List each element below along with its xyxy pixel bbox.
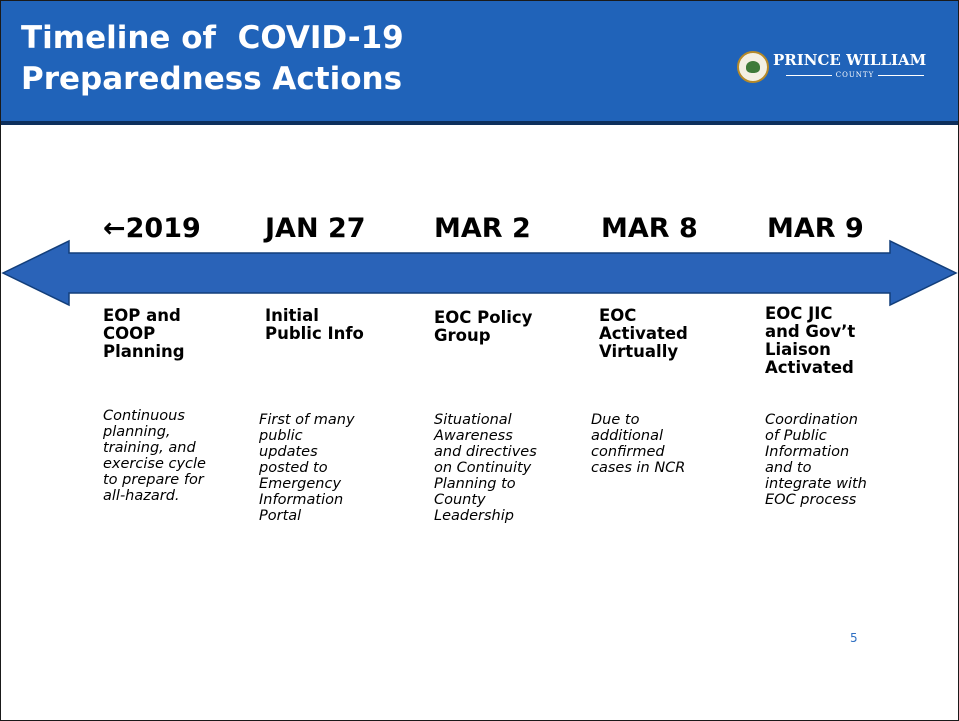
slide-title-line: Preparedness Actions xyxy=(21,61,403,97)
milestone-event: EOC Policy Group xyxy=(434,309,532,345)
milestone-event: EOP and COOP Planning xyxy=(103,307,185,361)
description-line: and to xyxy=(765,460,812,476)
description-line: Planning to xyxy=(434,476,516,492)
milestone-description: Due to additional confirmed cases in NCR xyxy=(591,412,685,476)
description-line: on Continuity xyxy=(434,460,532,476)
event-line: Group xyxy=(434,326,491,345)
milestone-date: MAR 8 xyxy=(601,213,698,244)
event-line: Activated xyxy=(599,324,688,343)
event-line: Activated xyxy=(765,358,854,377)
event-line: Virtually xyxy=(599,342,679,361)
milestone-date: MAR 2 xyxy=(434,213,531,244)
description-line: Information xyxy=(765,444,850,460)
description-line: training, and xyxy=(103,440,196,456)
description-line: County xyxy=(434,492,486,508)
description-line: additional xyxy=(591,428,664,444)
description-line: confirmed xyxy=(591,444,665,460)
event-line: Planning xyxy=(103,342,185,361)
milestone-date: ←2019 xyxy=(103,213,201,244)
slide-title: Timeline of COVID-19 Preparedness Action… xyxy=(21,18,661,100)
event-line: EOC Policy xyxy=(434,308,533,327)
description-line: Leadership xyxy=(434,508,514,524)
description-line: First of many xyxy=(259,412,355,428)
description-line: of Public xyxy=(765,428,827,444)
milestone-event: Initial Public Info xyxy=(265,307,364,343)
description-line: Information xyxy=(259,492,344,508)
description-line: Continuous xyxy=(103,408,185,424)
description-line: Portal xyxy=(259,508,302,524)
milestone-date: JAN 27 xyxy=(265,213,366,244)
description-line: posted to xyxy=(259,460,328,476)
event-line: Initial xyxy=(265,306,319,325)
timeline-milestone: MAR 2 EOC Policy Group Situational Aware… xyxy=(434,213,564,524)
description-line: all-hazard. xyxy=(103,488,180,504)
title-divider xyxy=(1,121,958,125)
description-line: EOC process xyxy=(765,492,857,508)
event-line: EOC JIC xyxy=(765,304,833,323)
description-line: Due to xyxy=(591,412,640,428)
description-line: updates xyxy=(259,444,318,460)
event-line: Public Info xyxy=(265,324,364,343)
double-headed-arrow-icon xyxy=(1,239,958,307)
description-line: public xyxy=(259,428,303,444)
milestone-description: Continuous planning, training, and exerc… xyxy=(103,408,206,504)
slide-title-line: Timeline of COVID-19 xyxy=(21,20,404,56)
description-line: planning, xyxy=(103,424,171,440)
timeline-milestone: JAN 27 Initial Public Info First of many… xyxy=(259,213,395,524)
event-line: EOP and xyxy=(103,306,181,325)
description-line: Awareness xyxy=(434,428,513,444)
milestone-description: Situational Awareness and directives on … xyxy=(434,412,537,524)
event-line: and Gov’t xyxy=(765,322,856,341)
description-line: integrate with xyxy=(765,476,867,492)
title-bar: Timeline of COVID-19 Preparedness Action… xyxy=(1,1,958,121)
milestone-date: MAR 9 xyxy=(767,213,864,244)
logo-sub: COUNTY xyxy=(775,71,935,79)
page-number: 5 xyxy=(850,631,858,645)
event-line: EOC xyxy=(599,306,637,325)
description-line: cases in NCR xyxy=(591,460,686,476)
county-seal-icon xyxy=(737,51,769,83)
milestone-event: EOC JIC and Gov’t Liaison Activated xyxy=(765,305,855,377)
description-line: Emergency xyxy=(259,476,342,492)
milestone-event: EOC Activated Virtually xyxy=(599,307,688,361)
logo-name: PRINCE WILLIAM xyxy=(773,51,927,69)
description-line: Situational xyxy=(434,412,512,428)
timeline-milestone: ←2019 EOP and COOP Planning Continuous p… xyxy=(103,213,233,504)
description-line: and directives xyxy=(434,444,537,460)
description-line: to prepare for xyxy=(103,472,204,488)
description-line: Coordination xyxy=(765,412,858,428)
event-line: COOP xyxy=(103,324,156,343)
milestone-description: First of many public updates posted to E… xyxy=(259,412,355,524)
timeline-milestone: MAR 9 EOC JIC and Gov’t Liaison Activate… xyxy=(765,213,897,508)
timeline-milestone: MAR 8 EOC Activated Virtually Due to add… xyxy=(591,213,731,476)
description-line: exercise cycle xyxy=(103,456,206,472)
event-line: Liaison xyxy=(765,340,831,359)
milestone-description: Coordination of Public Information and t… xyxy=(765,412,867,508)
county-logo: PRINCE WILLIAM COUNTY xyxy=(737,51,937,85)
